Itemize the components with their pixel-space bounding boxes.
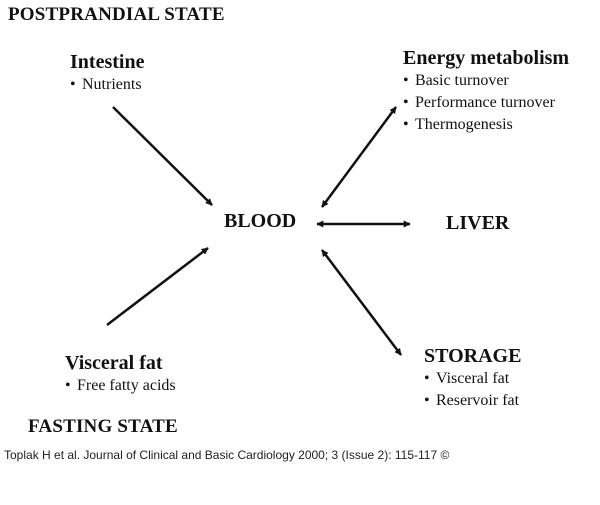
liver-node: LIVER [446,212,510,234]
energy-item-thermogenesis: Thermogenesis [403,114,569,136]
arrow-blood-energy [320,106,398,208]
blood-node: BLOOD [224,210,297,232]
visceral-fat-node: Visceral fat Free fatty acids [65,352,176,397]
storage-node: STORAGE Visceral fat Reservoir fat [424,345,521,412]
citation-caption: Toplak H et al. Journal of Clinical and … [4,448,450,462]
postprandial-state-title: POSTPRANDIAL STATE [8,4,225,25]
visceral-fat-item: Free fatty acids [65,375,176,397]
arrow-intestine-to-blood [112,106,213,206]
energy-metabolism-node: Energy metabolism Basic turnover Perform… [403,47,569,136]
energy-metabolism-heading: Energy metabolism [403,47,570,69]
arrow-blood-storage [321,249,402,356]
visceral-fat-heading: Visceral fat [65,352,163,374]
storage-list: Visceral fat Reservoir fat [424,368,521,412]
energy-metabolism-list: Basic turnover Performance turnover Ther… [403,70,569,136]
energy-item-basic: Basic turnover [403,70,569,92]
arrow-visceral-to-blood [106,247,209,326]
visceral-fat-list: Free fatty acids [65,375,176,397]
intestine-heading: Intestine [70,51,145,73]
storage-item-reservoir: Reservoir fat [424,390,521,412]
intestine-list: Nutrients [70,74,144,96]
fasting-state-title: FASTING STATE [28,416,178,437]
storage-heading: STORAGE [424,345,522,367]
storage-item-visceral: Visceral fat [424,368,521,390]
energy-item-performance: Performance turnover [403,92,569,114]
intestine-node: Intestine Nutrients [70,51,144,96]
diagram-arrows [106,106,411,356]
intestine-item: Nutrients [70,74,144,96]
